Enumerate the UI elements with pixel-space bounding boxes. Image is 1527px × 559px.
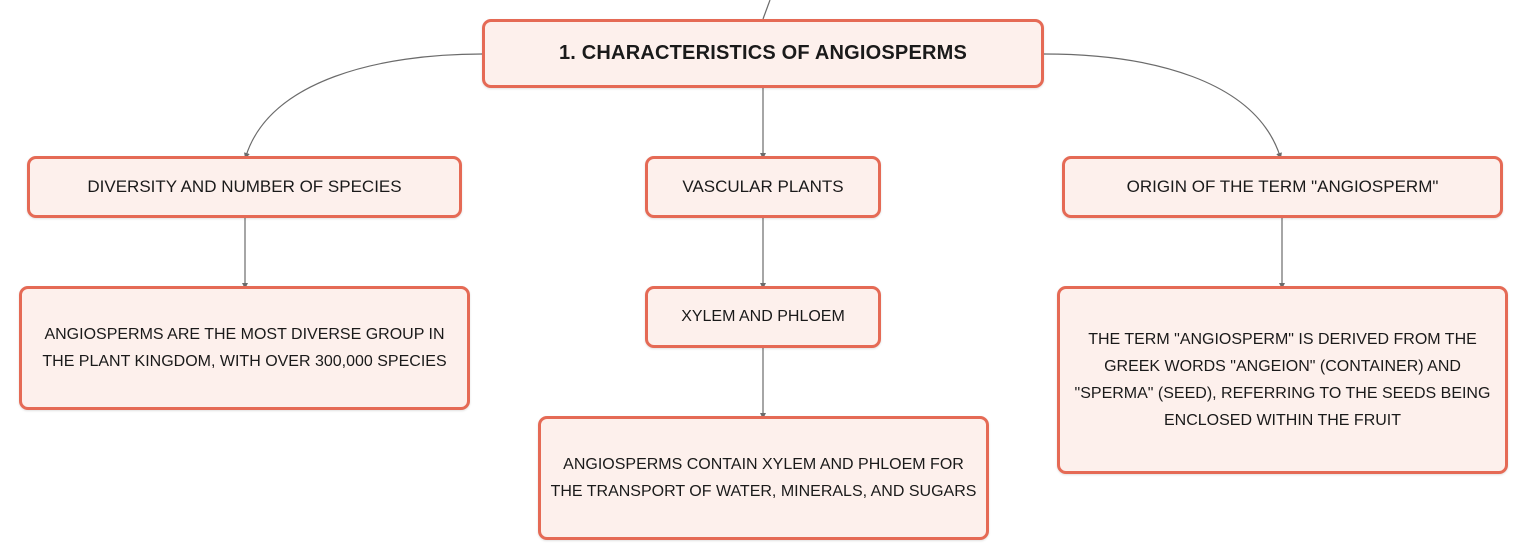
root-node-label: 1. CHARACTERISTICS OF ANGIOSPERMS — [558, 42, 968, 64]
detail-node-xylem-phloem-text: ANGIOSPERMS CONTAIN XYLEM AND PHLOEM FOR… — [550, 456, 977, 500]
detail-node-xylem-phloem[interactable]: ANGIOSPERMS CONTAIN XYLEM AND PHLOEM FOR… — [538, 416, 989, 540]
connector-parent-to-root — [762, 0, 771, 20]
branch-node-diversity[interactable]: DIVERSITY AND NUMBER OF SPECIES — [27, 156, 462, 218]
subnode-xylem-phloem[interactable]: XYLEM AND PHLOEM — [645, 286, 881, 348]
branch-node-vascular[interactable]: VASCULAR PLANTS — [645, 156, 881, 218]
detail-node-diversity-text: ANGIOSPERMS ARE THE MOST DIVERSE GROUP I… — [42, 326, 447, 370]
subnode-xylem-phloem-label: XYLEM AND PHLOEM — [681, 308, 845, 325]
branch-node-vascular-label: VASCULAR PLANTS — [682, 177, 844, 196]
detail-node-origin-text: THE TERM "ANGIOSPERM" IS DERIVED FROM TH… — [1074, 331, 1491, 429]
connector-root-to-diversity — [244, 53, 483, 159]
branch-node-origin-label: ORIGIN OF THE TERM "ANGIOSPERM" — [1126, 177, 1439, 196]
detail-node-diversity[interactable]: ANGIOSPERMS ARE THE MOST DIVERSE GROUP I… — [19, 286, 470, 410]
branch-node-diversity-label: DIVERSITY AND NUMBER OF SPECIES — [87, 177, 402, 196]
detail-node-origin[interactable]: THE TERM "ANGIOSPERM" IS DERIVED FROM TH… — [1057, 286, 1508, 474]
root-node[interactable]: 1. CHARACTERISTICS OF ANGIOSPERMS — [482, 19, 1044, 88]
connector-root-to-origin — [1043, 53, 1282, 159]
branch-node-origin[interactable]: ORIGIN OF THE TERM "ANGIOSPERM" — [1062, 156, 1503, 218]
